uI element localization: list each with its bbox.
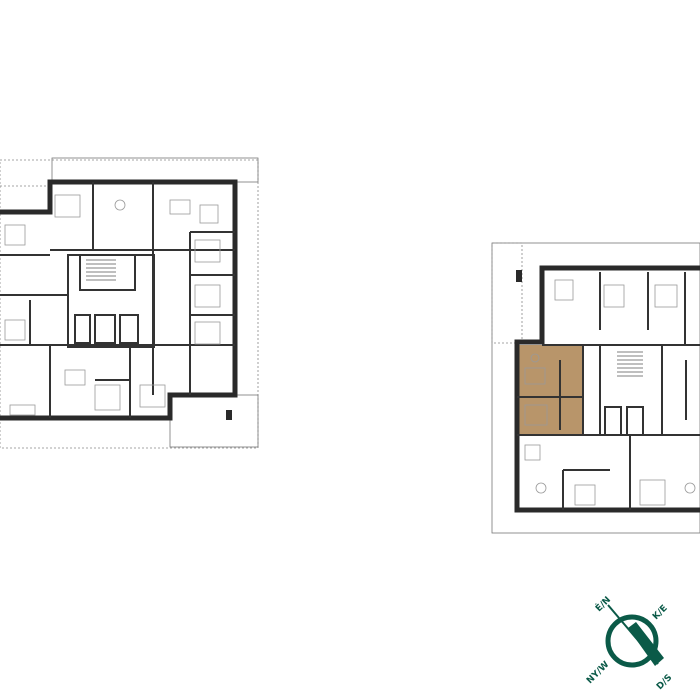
compass: É/N K/E NY/W D/S [585,594,674,692]
highlighted-apartment[interactable] [517,345,583,435]
right-building [491,242,700,534]
compass-west: NY/W [585,660,611,686]
compass-south: D/S [655,673,674,692]
compass-east: K/E [651,603,670,622]
left-building [0,157,259,449]
compass-ring-icon [605,614,659,668]
compass-north: É/N [593,594,613,614]
